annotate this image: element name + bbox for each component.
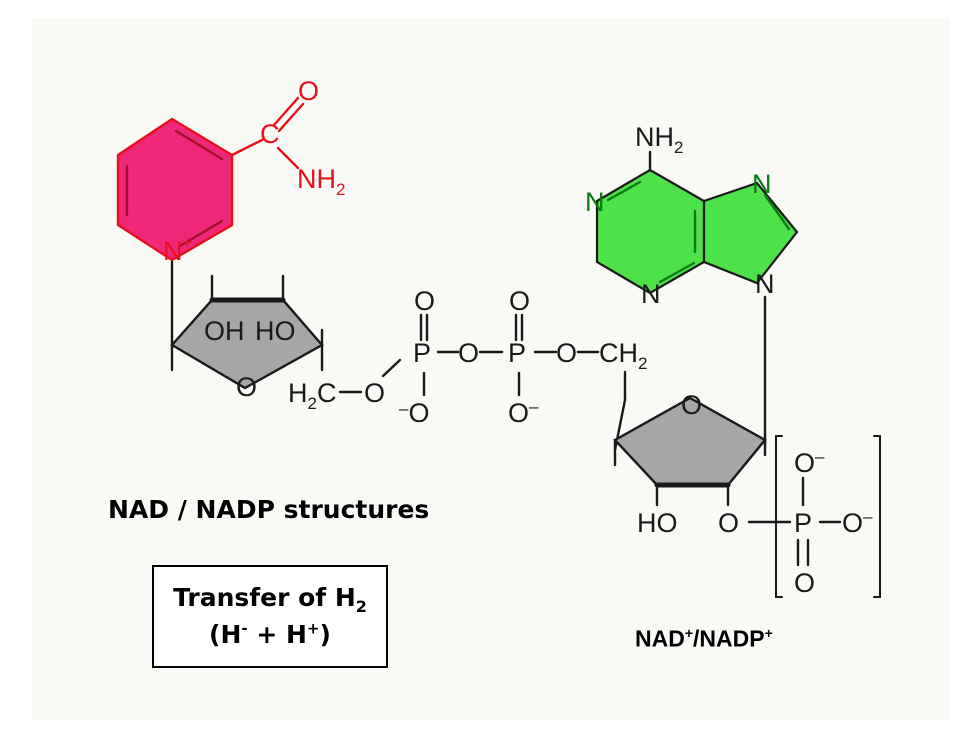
ribose1-ch2: H2C: [288, 378, 336, 413]
phosphate2-ester-oxygen: O: [556, 338, 577, 368]
phosphate2-p: P: [508, 338, 526, 368]
transfer-line-1: Transfer of H2: [173, 583, 367, 617]
phosphate1-p: P: [413, 338, 431, 368]
ribose1-ho: HO: [255, 316, 296, 346]
transfer-line-2: (H- + H+): [209, 619, 331, 649]
nicotinamide-ring-nitrogen: N+: [163, 233, 193, 266]
phosphate3-bottom-oxygen: O: [794, 568, 815, 598]
ribose2-ho: HO: [637, 508, 678, 538]
adenine-n7: N: [752, 169, 772, 199]
phosphate1-top-oxygen: O: [414, 286, 435, 316]
ribose2-2-oxygen: O: [718, 508, 739, 538]
ribose1-oh: OH: [204, 316, 245, 346]
figure-caption: NAD / NADP structures: [108, 495, 430, 524]
bridge-oxygen: O: [458, 338, 479, 368]
adenine-n1: N: [585, 187, 605, 217]
adenine-five-ring: [702, 181, 799, 285]
ribose1-ring-oxygen: O: [236, 372, 257, 402]
phosphate3-p: P: [794, 508, 812, 538]
molecule-label: NAD+/NADP+: [635, 625, 773, 652]
ribose1-link-oxygen: O: [364, 378, 385, 408]
adenine-six-ring: [595, 168, 706, 295]
amide-oxygen: O: [298, 76, 319, 106]
phosphate2-top-oxygen: O: [509, 286, 530, 316]
ribose2-ring-oxygen: O: [681, 390, 702, 420]
phosphate3-top-o-minus: O–: [794, 447, 825, 478]
phosphate2-o-minus: O–: [508, 397, 539, 428]
adenine-nh2: NH2: [635, 122, 683, 157]
amide-nh2: NH2: [297, 164, 345, 199]
ribose2-ch2: CH2: [599, 338, 647, 373]
adenine-n9: N: [755, 269, 775, 299]
amide-carbon: C: [260, 119, 280, 149]
phosphate1-o-minus: –O: [399, 398, 429, 428]
ribose-2: [613, 396, 767, 487]
adenine-n3: N: [641, 279, 661, 309]
transfer-box: Transfer of H2 (H- + H+): [152, 565, 388, 668]
ribose-1: [170, 298, 324, 390]
phosphate3-right-o-minus: O–: [842, 507, 873, 538]
